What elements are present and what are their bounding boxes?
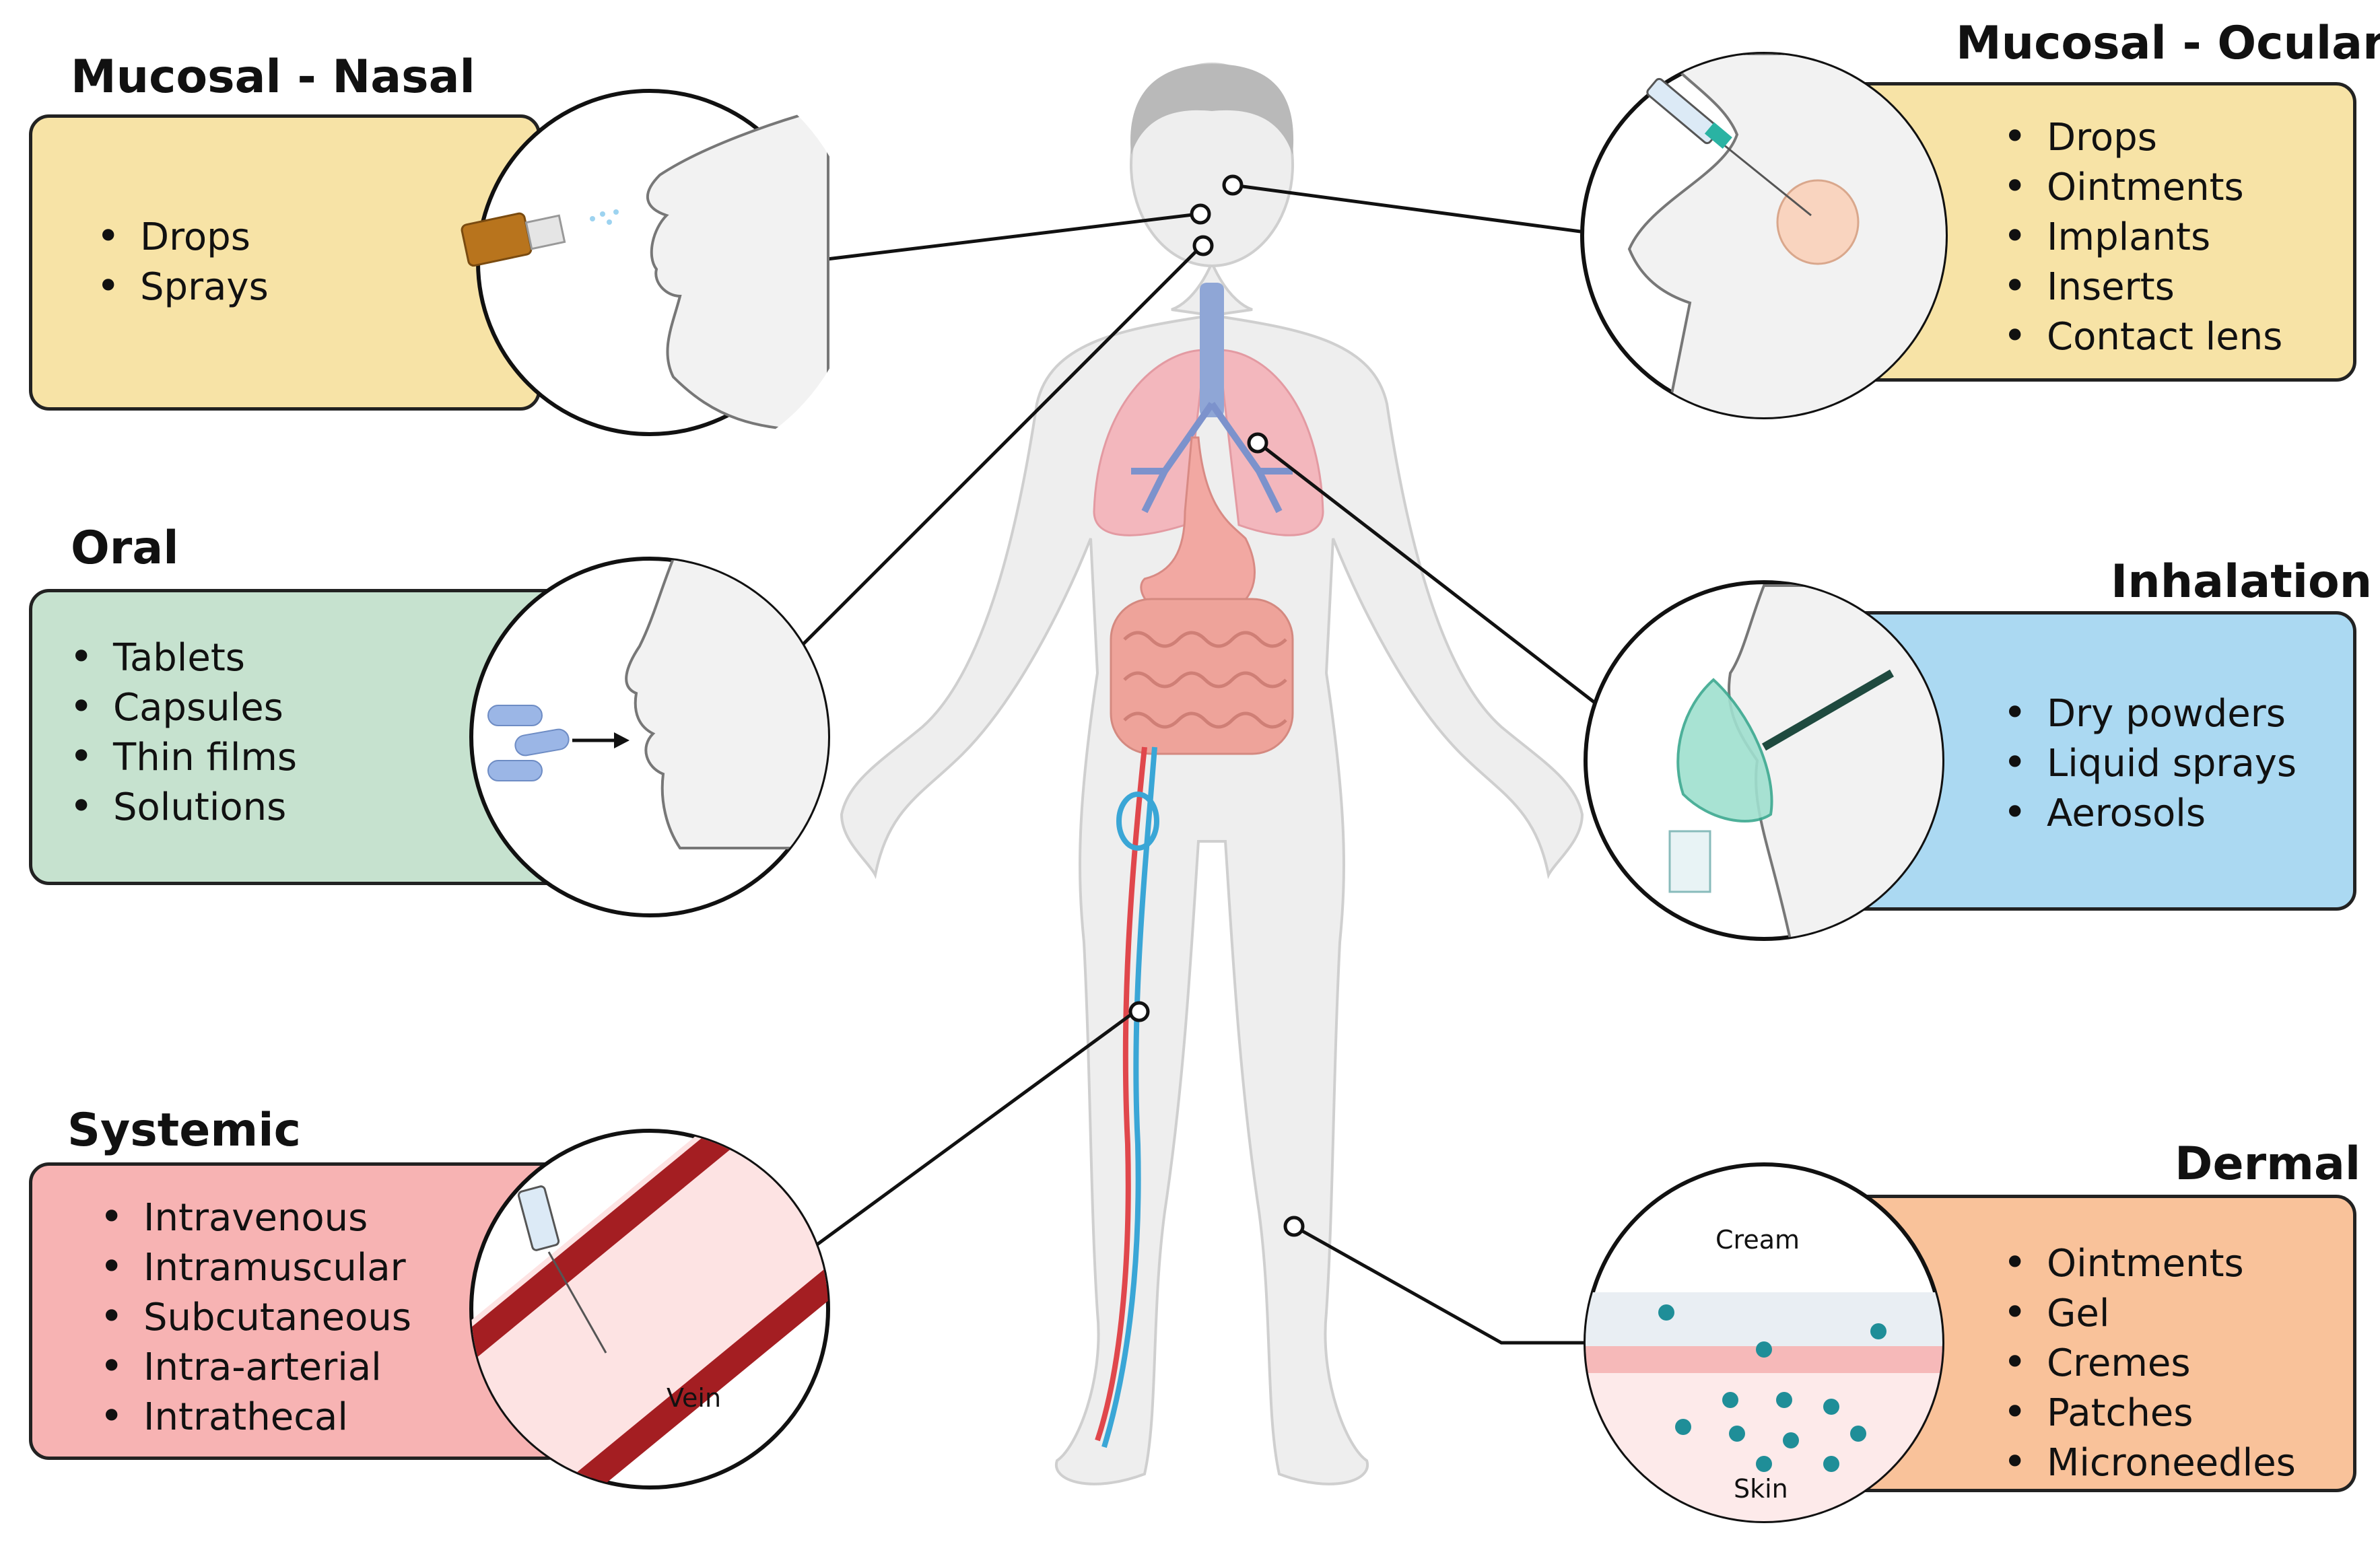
leg-artery — [1095, 746, 1147, 1442]
oral-item: Thin films — [69, 732, 297, 782]
systemic-illustration: Vein — [469, 1129, 830, 1490]
hair — [1130, 64, 1294, 155]
human-body — [840, 63, 1584, 1485]
oral-title: Oral — [71, 522, 179, 575]
connector-dots — [1128, 174, 1305, 1237]
inhalation-item: Liquid sprays — [2003, 738, 2297, 788]
ocular-item: Contact lens — [2003, 312, 2282, 361]
skin-cross-section-icon — [1658, 1304, 1886, 1472]
systemic-item: Intravenous — [100, 1193, 411, 1242]
skin-label: Skin — [1734, 1474, 1788, 1504]
face-profile — [646, 106, 829, 433]
cream-label: Cream — [1715, 1225, 1800, 1255]
capsule-icon — [487, 705, 570, 781]
vessel-loop — [1116, 792, 1159, 851]
nasal-title: Mucosal - Nasal — [71, 50, 475, 104]
nasal-connector — [798, 212, 1199, 265]
leg-vein — [1101, 746, 1157, 1448]
vein-label: Vein — [667, 1383, 721, 1413]
body-silhouette — [840, 207, 1584, 1485]
inhalation-connector — [1254, 440, 1597, 705]
inhalation-item: Dry powders — [2003, 689, 2297, 738]
nasal-illustration — [461, 89, 829, 436]
nasal-item: Sprays — [96, 262, 269, 312]
inhalation-item: Aerosols — [2003, 788, 2297, 838]
oral-illustration — [469, 557, 830, 917]
ocular-panel: Drops Ointments Implants Inserts Contact… — [1845, 82, 2356, 382]
ocular-item: Drops — [2003, 112, 2282, 162]
bronchi — [1131, 402, 1293, 514]
ocular-item: Ointments — [2003, 162, 2282, 212]
systemic-item: Intrathecal — [100, 1392, 411, 1442]
connector-lines — [796, 183, 1597, 1345]
oral-item: Solutions — [69, 782, 297, 832]
ocular-item: Implants — [2003, 212, 2282, 262]
eyeball — [1776, 179, 1860, 265]
ocular-title: Mucosal - Ocular — [1956, 17, 2380, 70]
systemic-item: Intramuscular — [100, 1242, 411, 1292]
inhalation-title: Inhalation — [2111, 555, 2373, 608]
right-lung — [1217, 349, 1324, 536]
oral-list: Tablets Capsules Thin films Solutions — [69, 633, 297, 832]
dermal-item: Cremes — [2003, 1338, 2296, 1388]
dermal-illustration: Cream Skin — [1584, 1162, 1944, 1523]
dermal-item: Gel — [2003, 1288, 2296, 1338]
inhalation-illustration — [1584, 580, 1944, 941]
nasal-panel: Drops Sprays — [29, 114, 541, 411]
nasal-item: Drops — [96, 212, 269, 262]
oxygen-mask-icon — [1668, 669, 1895, 893]
nasal-list: Drops Sprays — [96, 212, 269, 312]
oral-connector — [801, 244, 1203, 646]
ocular-illustration — [1580, 52, 1948, 419]
eye-injection-icon — [1646, 77, 1812, 217]
oral-item: Tablets — [69, 633, 297, 682]
ocular-list: Drops Ointments Implants Inserts Contact… — [2003, 112, 2282, 361]
nasal-spray-bottle-icon — [461, 209, 619, 267]
dermal-connector — [1293, 1224, 1586, 1345]
oral-item: Capsules — [69, 682, 297, 732]
dermal-list: Ointments Gel Cremes Patches Microneedle… — [2003, 1238, 2296, 1487]
systemic-connector — [796, 1008, 1139, 1261]
systemic-list: Intravenous Intramuscular Subcutaneous I… — [100, 1193, 411, 1442]
systemic-item: Intra-arterial — [100, 1342, 411, 1392]
ocular-connector — [1232, 183, 1586, 234]
ocular-item: Inserts — [2003, 262, 2282, 312]
systemic-title: Systemic — [67, 1104, 301, 1157]
inhalation-list: Dry powders Liquid sprays Aerosols — [2003, 689, 2297, 838]
dermal-item: Ointments — [2003, 1238, 2296, 1288]
dermal-title: Dermal — [2175, 1137, 2361, 1191]
trachea — [1200, 283, 1224, 417]
left-lung — [1093, 349, 1206, 536]
syringe-icon — [517, 1185, 607, 1354]
face-profile — [625, 559, 828, 849]
dermal-item: Microneedles — [2003, 1438, 2296, 1487]
dermal-item: Patches — [2003, 1388, 2296, 1438]
intestine-loops — [1123, 631, 1287, 729]
systemic-item: Subcutaneous — [100, 1292, 411, 1342]
